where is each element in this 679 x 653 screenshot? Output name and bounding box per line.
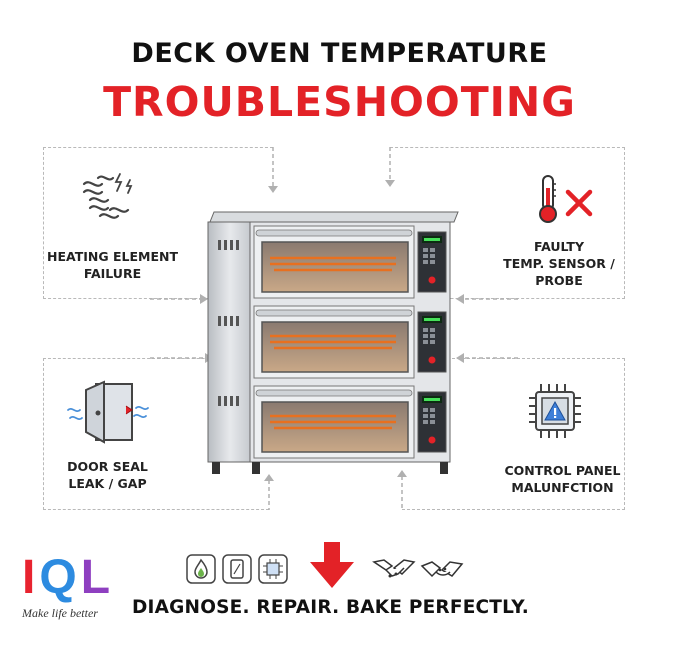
handshake-icon <box>372 554 416 584</box>
title-line-2: TROUBLESHOOTING <box>103 78 576 126</box>
title-line-1: DECK OVEN TEMPERATURE <box>131 38 548 69</box>
logo-letter-l: L <box>80 551 115 604</box>
chip-icon <box>258 554 288 584</box>
control-panel-box <box>402 358 625 510</box>
control-panel-label: CONTROL PANEL MALUNFCTION <box>504 463 621 495</box>
logo-slogan: Make life better <box>22 606 98 620</box>
logo-letter-q: Q <box>39 551 81 604</box>
heating-coil-icon <box>80 170 144 224</box>
door-seal-label: DOOR SEAL LEAK / GAP <box>67 459 148 491</box>
phone-icon <box>222 554 252 584</box>
down-arrow-icon <box>306 540 358 592</box>
flame-settings-icon <box>186 554 216 584</box>
heating-element-label: HEATING ELEMENT FAILURE <box>47 249 178 281</box>
thumbs-up-icon <box>420 554 464 584</box>
thermometer-icon <box>534 174 598 224</box>
logo-letter-i: I <box>22 551 40 604</box>
footer-tagline: DIAGNOSE. REPAIR. BAKE PERFECTLY. <box>132 597 529 618</box>
sensor-label: FAULTY TEMP. SENSOR / PROBE <box>503 239 615 288</box>
oven-door-icon <box>64 380 154 450</box>
cross-icon <box>564 188 594 218</box>
door-seal-box <box>43 358 269 510</box>
deck-oven-illustration <box>204 208 468 478</box>
iql-logo: IQL <box>22 554 114 602</box>
chip-warning-icon <box>527 382 585 440</box>
